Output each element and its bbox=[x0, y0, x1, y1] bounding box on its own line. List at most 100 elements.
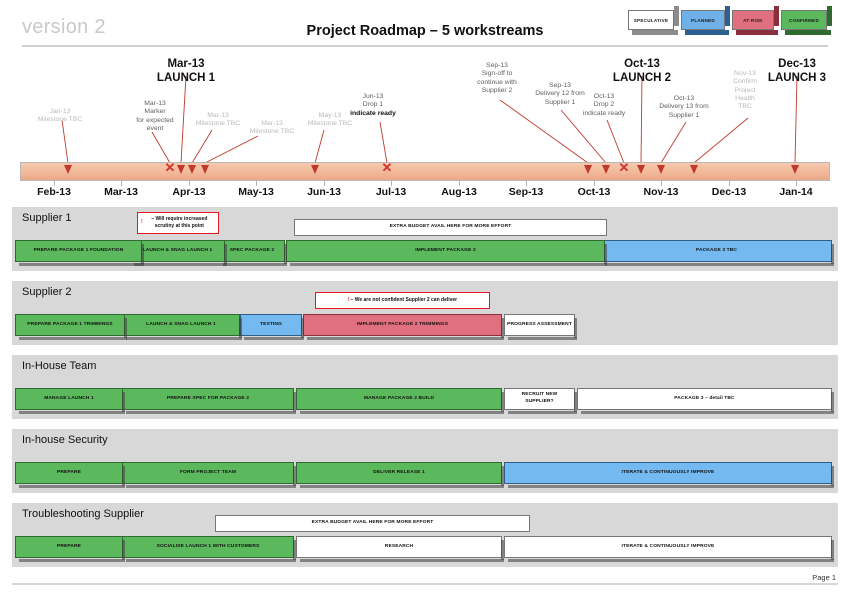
warning-callout: ! – Will require increased scrutiny at t… bbox=[137, 212, 219, 234]
bar-shadow bbox=[126, 337, 242, 340]
task-bar[interactable]: PREPARE PACKAGE 1 FOUNDATION bbox=[15, 240, 144, 266]
timeline-tick bbox=[796, 181, 797, 186]
bar-shadow bbox=[300, 559, 504, 562]
timeline-tick bbox=[459, 181, 460, 186]
task-bar[interactable]: IMPLEMENT PACKAGE 2 bbox=[286, 240, 607, 266]
bar-side-shadow bbox=[574, 318, 577, 338]
task-bar-label: SOCIALISE LAUNCH 1 WITH CUSTOMERS bbox=[156, 543, 260, 549]
bar-shadow bbox=[581, 411, 834, 414]
milestone-label-line: Sign-off to bbox=[481, 70, 513, 78]
task-bar[interactable]: ITERATE & CONTINUOUSLY IMPROVE bbox=[504, 536, 834, 562]
bar-shadow bbox=[19, 411, 125, 414]
swimlane-title: In-house Security bbox=[22, 434, 108, 446]
task-bar[interactable]: PROGRESS ASSESSMENT bbox=[504, 314, 577, 340]
milestone-label-line: Jan-13 bbox=[49, 108, 71, 115]
bar-side-shadow bbox=[122, 392, 125, 412]
task-bar[interactable]: ITERATE & CONTINUOUSLY IMPROVE bbox=[504, 462, 834, 488]
milestone-cross-icon[interactable]: ✕ bbox=[164, 160, 176, 175]
task-bar[interactable]: SOCIALISE LAUNCH 1 WITH CUSTOMERS bbox=[122, 536, 296, 562]
task-bar[interactable]: DELIVER RELEASE 1 bbox=[296, 462, 504, 488]
task-bar[interactable]: FORM PROJECT TEAM bbox=[122, 462, 296, 488]
milestone-label-line: Project bbox=[734, 86, 756, 94]
task-bar[interactable]: TESTING bbox=[240, 314, 304, 340]
footer-divider bbox=[12, 583, 838, 585]
task-bar-label: PREPARE PACKAGE 1 FOUNDATION bbox=[33, 247, 124, 253]
milestone-label-line: Health bbox=[735, 94, 755, 102]
milestone-label-line: Milestone TBC bbox=[37, 116, 83, 124]
task-bar-label: LAUNCH & SNAG LAUNCH 1 bbox=[146, 321, 216, 327]
task-bar-label: TESTING bbox=[259, 321, 283, 327]
milestone-triangle-icon[interactable] bbox=[201, 165, 209, 174]
bar-side-shadow bbox=[293, 466, 296, 486]
bar-side-shadow bbox=[124, 318, 127, 338]
milestone-cross-icon[interactable]: ✕ bbox=[381, 160, 393, 175]
legend-item-speculative[interactable]: SPECULATIVE bbox=[628, 6, 679, 35]
legend-item-at-risk[interactable]: AT RISK bbox=[732, 6, 779, 35]
milestone-triangle-icon[interactable] bbox=[690, 165, 698, 174]
milestone-triangle-icon[interactable] bbox=[657, 165, 665, 174]
annotation-bar-label: EXTRA BUDGET AVAIL HERE FOR MORE EFFORT bbox=[311, 520, 434, 526]
task-bar[interactable]: PREPARE bbox=[15, 536, 125, 562]
timeline-bar[interactable] bbox=[20, 162, 830, 181]
task-bar[interactable]: RESEARCH bbox=[296, 536, 504, 562]
milestone-cross-icon[interactable]: ✕ bbox=[618, 160, 630, 175]
bar-side-shadow bbox=[141, 244, 144, 264]
task-bar[interactable]: RECRUIT NEW SUPPLIER? bbox=[504, 388, 577, 414]
task-bar[interactable]: PREPARE SPEC FOR PACKAGE 2 bbox=[122, 388, 296, 414]
milestone-label-line: Sep-13 bbox=[486, 62, 508, 69]
task-bar[interactable]: PREPARE PACKAGE 1 TRIMMINGS bbox=[15, 314, 127, 340]
bar-shadow bbox=[19, 263, 144, 266]
annotation-bar[interactable]: EXTRA BUDGET AVAIL HERE FOR MORE EFFORT bbox=[215, 515, 532, 536]
task-bar[interactable]: IMPLEMENT PACKAGE 2 TRIMMINGS bbox=[303, 314, 504, 340]
timeline-tick bbox=[256, 181, 257, 186]
milestone-label-line: indicate ready bbox=[350, 109, 396, 117]
legend-item-confirmed[interactable]: CONFIRMED bbox=[781, 6, 832, 35]
legend-item-label: AT RISK bbox=[732, 10, 774, 30]
task-bar[interactable]: PACKAGE 3 – detail TBC bbox=[577, 388, 834, 414]
task-bar-label: MANAGE LAUNCH 1 bbox=[44, 395, 94, 401]
timeline-month-label: Feb-13 bbox=[37, 186, 71, 198]
legend-item-label: PLANNED bbox=[681, 10, 725, 30]
milestone-label-line: Oct-13 bbox=[593, 93, 615, 100]
task-bar[interactable]: MANAGE PACKAGE 2 BUILD bbox=[296, 388, 504, 414]
bar-shadow bbox=[19, 559, 125, 562]
bar-shadow bbox=[223, 263, 287, 266]
milestone-triangle-icon[interactable] bbox=[584, 165, 592, 174]
milestone-triangle-icon[interactable] bbox=[64, 165, 72, 174]
bar-shadow bbox=[19, 485, 125, 488]
timeline-tick bbox=[54, 181, 55, 186]
leader-line bbox=[560, 109, 607, 164]
milestone-triangle-icon[interactable] bbox=[311, 165, 319, 174]
milestone-label-line: Drop 1 bbox=[362, 101, 384, 109]
milestone-label-line: Dec-13 bbox=[778, 58, 816, 70]
annotation-bar[interactable]: EXTRA BUDGET AVAIL HERE FOR MORE EFFORT bbox=[294, 219, 609, 240]
milestone-triangle-icon[interactable] bbox=[188, 165, 196, 174]
milestone-triangle-icon[interactable] bbox=[602, 165, 610, 174]
milestone-triangle-icon[interactable] bbox=[177, 165, 185, 174]
bar-side-shadow bbox=[293, 392, 296, 412]
milestone-label-line: Supplier 2 bbox=[481, 86, 513, 94]
task-bar[interactable]: SPEC PACKAGE 2 bbox=[219, 240, 287, 266]
milestone-triangle-icon[interactable] bbox=[791, 165, 799, 174]
task-bar[interactable]: LAUNCH & SNAG LAUNCH 1 bbox=[130, 240, 227, 266]
legend-item-planned[interactable]: PLANNED bbox=[681, 6, 730, 35]
timeline-month-label: Jan-14 bbox=[779, 186, 813, 198]
bar-side-shadow bbox=[501, 392, 504, 412]
task-bar[interactable]: PACKAGE 3 TBC bbox=[601, 240, 834, 266]
bar-shadow bbox=[290, 263, 607, 266]
task-bar[interactable]: PREPARE bbox=[15, 462, 125, 488]
milestone-triangle-icon[interactable] bbox=[637, 165, 645, 174]
task-bar-label: SPEC PACKAGE 2 bbox=[229, 247, 275, 253]
bar-side-shadow bbox=[224, 244, 227, 264]
timeline-month-label: Dec-13 bbox=[711, 186, 747, 198]
task-bar-label: IMPLEMENT PACKAGE 2 TRIMMINGS bbox=[356, 321, 449, 327]
bar-side-shadow bbox=[122, 540, 125, 560]
bar-side-shadow bbox=[501, 318, 504, 338]
bar-side-shadow bbox=[301, 318, 304, 338]
task-bar[interactable]: MANAGE LAUNCH 1 bbox=[15, 388, 125, 414]
task-bar[interactable]: LAUNCH & SNAG LAUNCH 1 bbox=[122, 314, 242, 340]
task-bar-label: LAUNCH & SNAG LAUNCH 1 bbox=[142, 247, 213, 253]
milestone-label-line: Milestone TBC bbox=[195, 120, 241, 128]
